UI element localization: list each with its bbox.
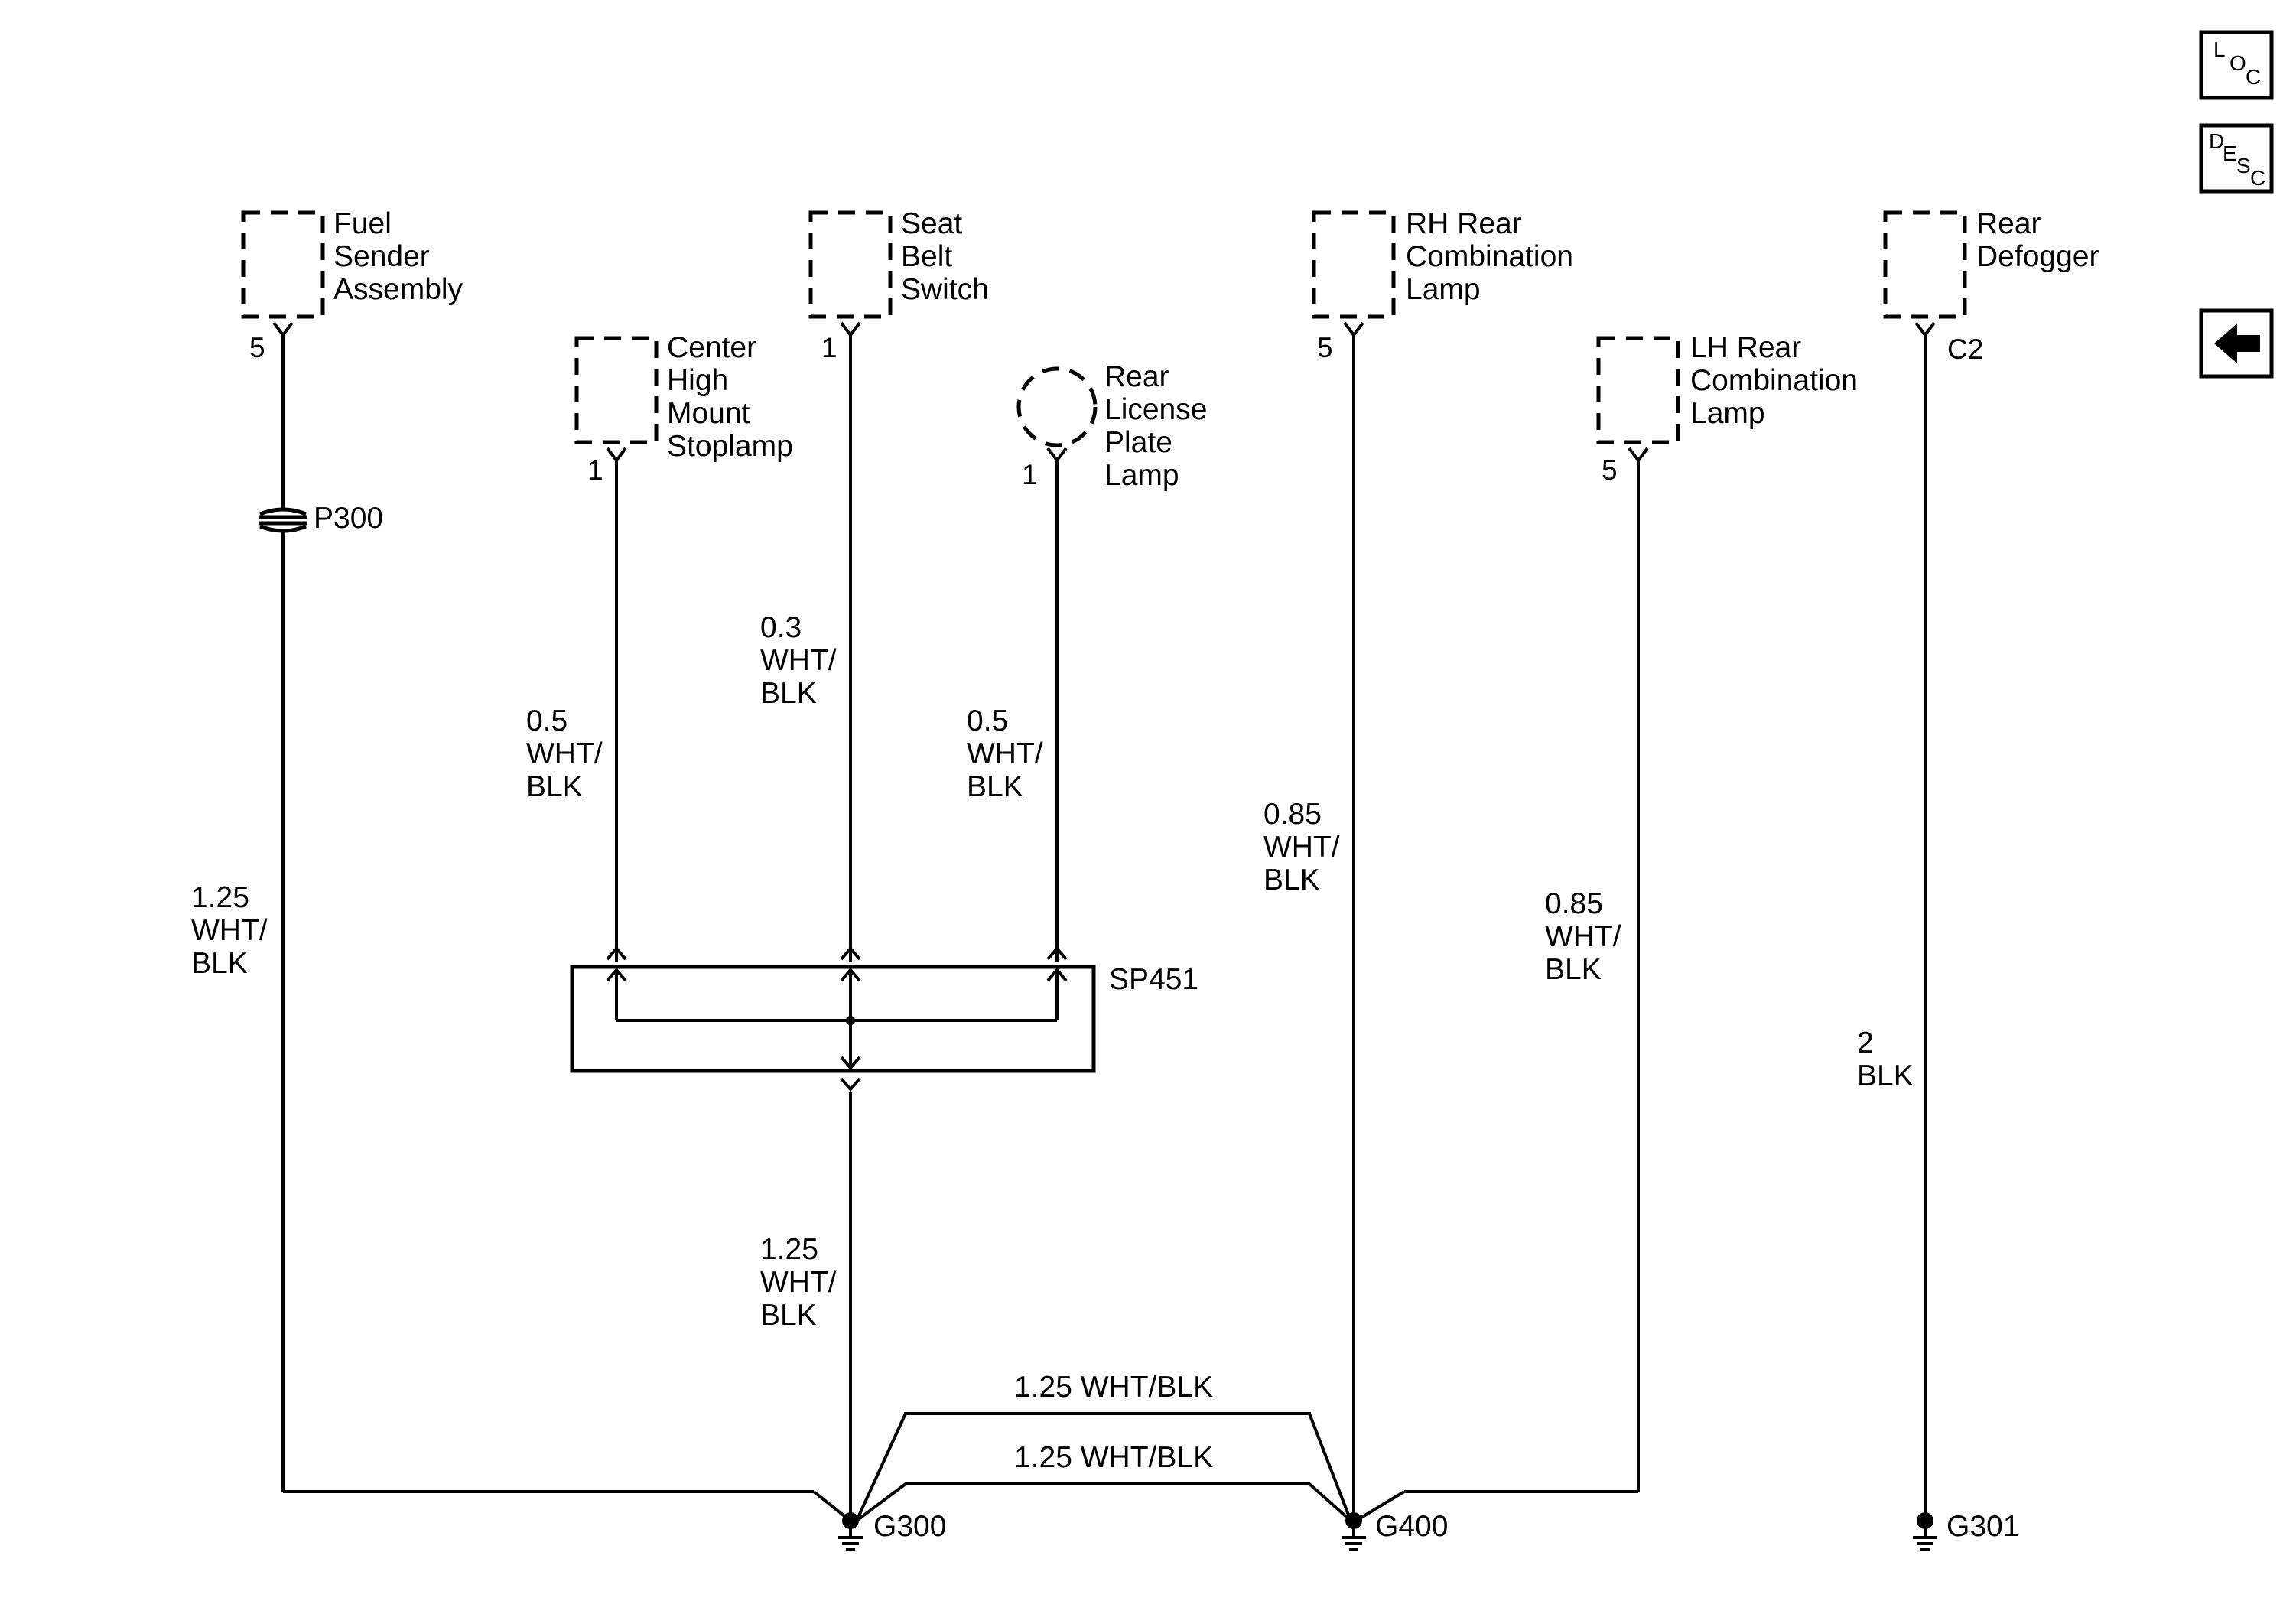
svg-text:BLK: BLK bbox=[1857, 1059, 1914, 1092]
svg-text:Assembly: Assembly bbox=[333, 273, 463, 306]
wire-label-bridge-lower: 1.25 WHT/BLK bbox=[1014, 1441, 1213, 1474]
svg-text:WHT/: WHT/ bbox=[1263, 831, 1340, 864]
g400-label: G400 bbox=[1375, 1510, 1448, 1543]
wire-label-splice-out: 1.25 WHT/ BLK bbox=[760, 1233, 837, 1332]
back-button[interactable] bbox=[2199, 308, 2274, 379]
desc-s: S bbox=[2236, 154, 2251, 177]
wire-label-license: 0.5 WHT/ BLK bbox=[967, 704, 1043, 803]
svg-text:WHT/: WHT/ bbox=[967, 737, 1043, 770]
svg-text:Defogger: Defogger bbox=[1976, 240, 2099, 273]
wire-label-lh-rear: 0.85 WHT/ BLK bbox=[1545, 887, 1621, 986]
loc-l: L bbox=[2213, 37, 2226, 61]
svg-text:Switch: Switch bbox=[901, 273, 989, 306]
desc-c: C bbox=[2250, 166, 2265, 190]
desc-e: E bbox=[2223, 142, 2237, 165]
svg-text:Combination: Combination bbox=[1690, 364, 1858, 397]
ground-g301 bbox=[1913, 1512, 1937, 1551]
fuel-sender-label: Fuel Sender Assembly bbox=[333, 207, 463, 306]
chmsl-pin: 1 bbox=[587, 454, 603, 486]
svg-text:0.5: 0.5 bbox=[526, 704, 567, 737]
rh-rear-lamp-label: RH Rear Combination Lamp bbox=[1406, 207, 1573, 306]
rh-rear-lamp-box bbox=[1312, 210, 1396, 319]
g300-label: G300 bbox=[873, 1510, 946, 1543]
ground-g400 bbox=[1342, 1512, 1366, 1551]
svg-text:WHT/: WHT/ bbox=[191, 914, 268, 947]
splice-sp451 bbox=[570, 945, 1096, 1092]
wire-label-chmsl: 0.5 WHT/ BLK bbox=[526, 704, 603, 803]
loc-o: O bbox=[2229, 51, 2246, 75]
seat-belt-switch-label: Seat Belt Switch bbox=[901, 207, 989, 306]
svg-text:Plate: Plate bbox=[1104, 426, 1172, 459]
svg-text:LH Rear: LH Rear bbox=[1690, 331, 1801, 364]
svg-text:BLK: BLK bbox=[967, 770, 1023, 803]
svg-text:Rear: Rear bbox=[1104, 360, 1169, 393]
seat-belt-switch-box bbox=[808, 210, 893, 319]
lh-rear-pin: 5 bbox=[1602, 454, 1618, 486]
rh-rear-pin: 5 bbox=[1317, 332, 1333, 363]
loc-c: C bbox=[2246, 65, 2261, 89]
ground-g300 bbox=[838, 1512, 863, 1551]
desc-d: D bbox=[2209, 129, 2224, 153]
wire-label-rh-rear: 0.85 WHT/ BLK bbox=[1263, 798, 1340, 896]
svg-text:Lamp: Lamp bbox=[1406, 273, 1481, 306]
seat-belt-pin: 1 bbox=[821, 332, 837, 363]
svg-text:Center: Center bbox=[667, 331, 756, 364]
fuel-sender-box bbox=[241, 210, 325, 319]
desc-button[interactable]: D E S C bbox=[2199, 123, 2274, 194]
svg-text:WHT/: WHT/ bbox=[1545, 920, 1621, 953]
svg-text:Fuel: Fuel bbox=[333, 207, 392, 240]
svg-text:License: License bbox=[1104, 393, 1207, 426]
svg-text:WHT/: WHT/ bbox=[760, 1266, 837, 1299]
license-lamp-symbol bbox=[1016, 366, 1098, 447]
rear-defogger-label: Rear Defogger bbox=[1976, 207, 2099, 273]
svg-text:BLK: BLK bbox=[1263, 864, 1320, 896]
license-lamp-pin: 1 bbox=[1022, 459, 1038, 490]
wire-label-defogger: 2 BLK bbox=[1857, 1027, 1914, 1092]
svg-text:BLK: BLK bbox=[1545, 953, 1602, 986]
svg-text:0.5: 0.5 bbox=[967, 704, 1008, 737]
fuel-sender-pin: 5 bbox=[249, 332, 265, 363]
p300-label: P300 bbox=[314, 502, 383, 535]
wire-label-fuel: 1.25 WHT/ BLK bbox=[191, 881, 268, 980]
svg-text:BLK: BLK bbox=[526, 770, 583, 803]
wire-label-bridge-upper: 1.25 WHT/BLK bbox=[1014, 1371, 1213, 1404]
g301-label: G301 bbox=[1946, 1510, 2019, 1543]
inline-connector-p300 bbox=[259, 507, 307, 533]
svg-text:BLK: BLK bbox=[760, 1299, 817, 1332]
svg-text:0.85: 0.85 bbox=[1263, 798, 1322, 831]
svg-text:Lamp: Lamp bbox=[1104, 459, 1179, 492]
svg-text:1.25: 1.25 bbox=[760, 1233, 818, 1266]
svg-text:BLK: BLK bbox=[760, 677, 817, 710]
chmsl-label: Center High Mount Stoplamp bbox=[667, 331, 793, 463]
chmsl-box bbox=[574, 336, 659, 444]
left-arrow-icon bbox=[2214, 324, 2260, 363]
svg-text:0.85: 0.85 bbox=[1545, 887, 1603, 920]
splice-label: SP451 bbox=[1109, 963, 1198, 996]
svg-text:Seat: Seat bbox=[901, 207, 962, 240]
svg-text:Combination: Combination bbox=[1406, 240, 1573, 273]
svg-text:0.3: 0.3 bbox=[760, 611, 802, 644]
defogger-pin: C2 bbox=[1947, 334, 1983, 365]
svg-text:WHT/: WHT/ bbox=[526, 737, 603, 770]
lh-rear-lamp-box bbox=[1596, 336, 1680, 444]
svg-text:BLK: BLK bbox=[191, 947, 248, 980]
svg-text:RH Rear: RH Rear bbox=[1406, 207, 1522, 240]
svg-text:Rear: Rear bbox=[1976, 207, 2041, 240]
license-lamp-label: Rear License Plate Lamp bbox=[1104, 360, 1207, 492]
svg-text:1.25: 1.25 bbox=[191, 881, 249, 914]
svg-text:Stoplamp: Stoplamp bbox=[667, 430, 793, 463]
svg-text:Lamp: Lamp bbox=[1690, 397, 1765, 430]
wire-label-seat-belt: 0.3 WHT/ BLK bbox=[760, 611, 837, 710]
rear-defogger-box bbox=[1883, 210, 1967, 319]
svg-text:WHT/: WHT/ bbox=[760, 644, 837, 677]
svg-text:High: High bbox=[667, 364, 728, 397]
svg-text:2: 2 bbox=[1857, 1027, 1874, 1059]
lh-rear-lamp-label: LH Rear Combination Lamp bbox=[1690, 331, 1858, 430]
loc-button[interactable]: L O C bbox=[2199, 30, 2274, 100]
svg-text:Belt: Belt bbox=[901, 240, 952, 273]
svg-text:Mount: Mount bbox=[667, 397, 750, 430]
svg-text:Sender: Sender bbox=[333, 240, 430, 273]
wires bbox=[272, 321, 1936, 1522]
